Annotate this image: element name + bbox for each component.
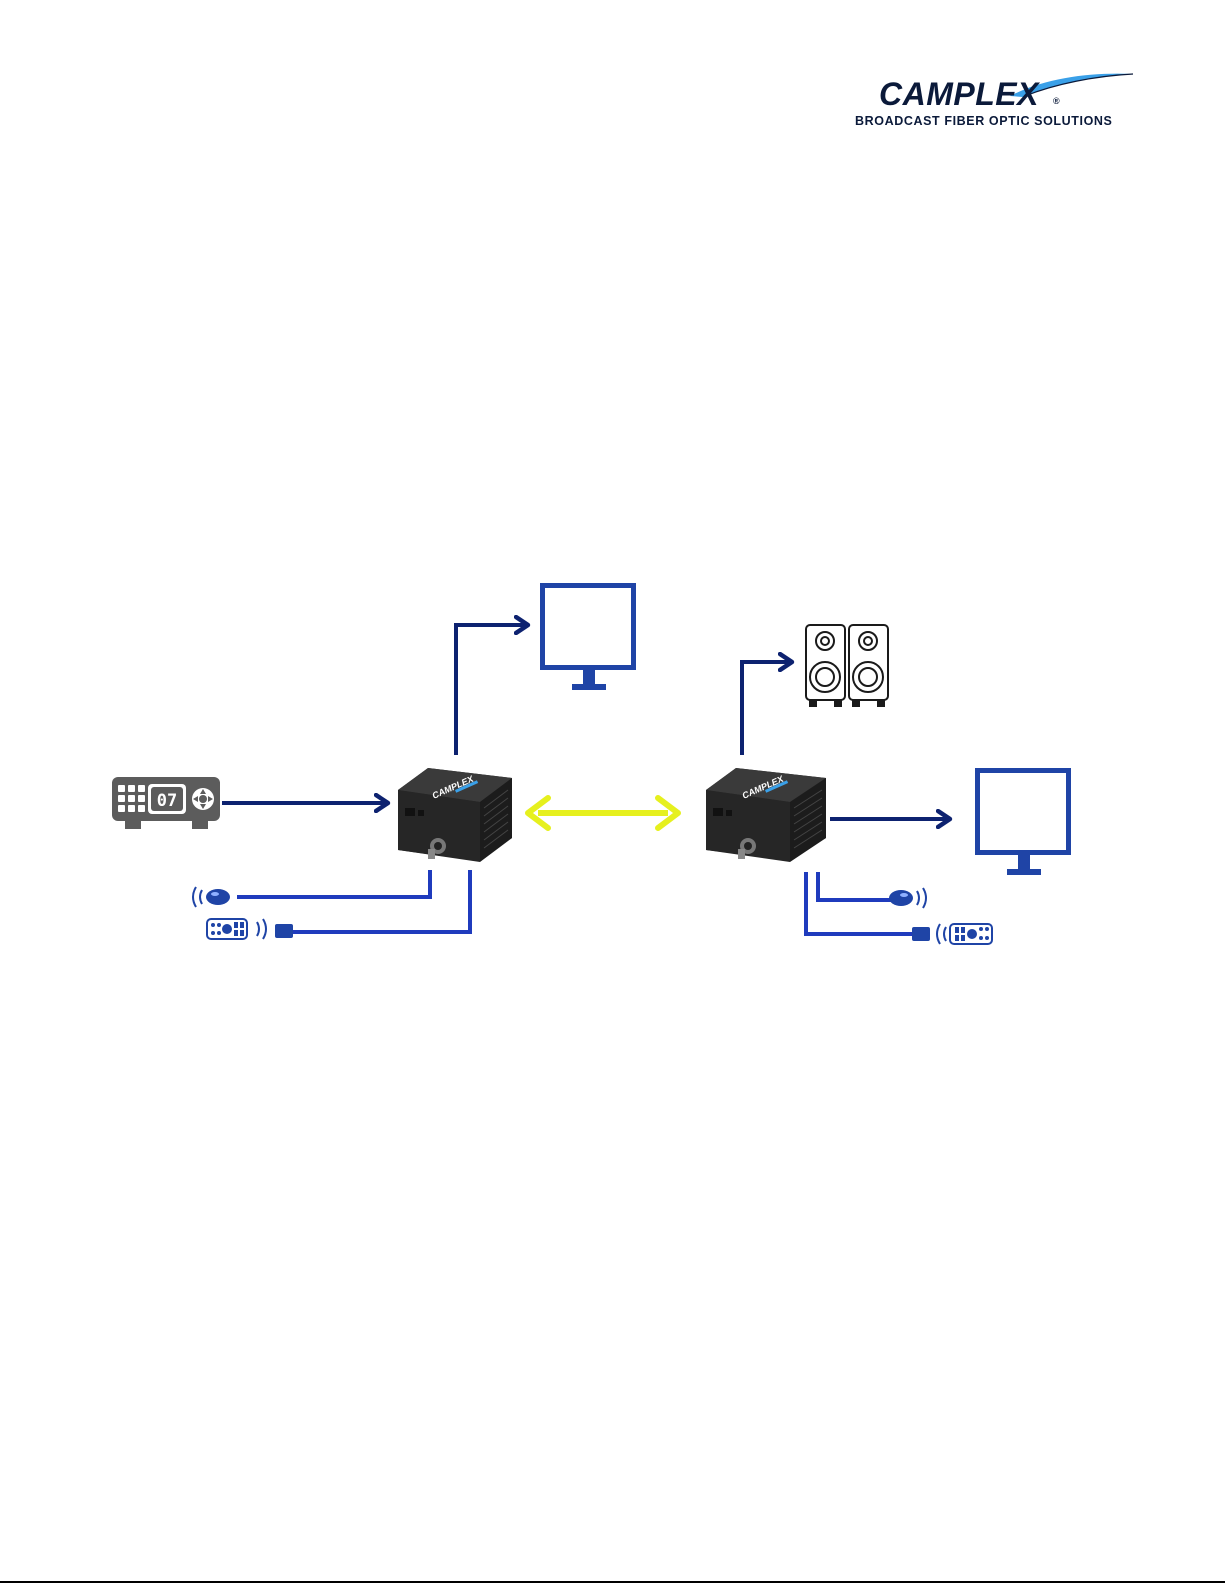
footer-rule (0, 1581, 1225, 1583)
ir-emitter-icon-right (889, 888, 926, 908)
hdmi-out-arrow-left (456, 625, 528, 755)
ir-line-left-receiver (293, 870, 470, 932)
monitor-icon (540, 583, 636, 690)
remote-control-icon-right (950, 924, 992, 944)
source-display-readout: 07 (157, 791, 177, 811)
right-converter-unit: CAMPLEX (706, 768, 826, 862)
monitor-icon-right (975, 768, 1071, 875)
fiber-link-arrow (528, 798, 678, 828)
left-converter-unit: CAMPLEX (398, 768, 512, 862)
ir-line-right-emitter (818, 872, 892, 900)
ir-receiver-icon (257, 919, 293, 939)
hdmi-source-device-icon: 07 (112, 777, 220, 829)
ir-line-left-emitter (237, 870, 430, 897)
remote-control-icon (207, 919, 247, 939)
speakers-icon (806, 625, 888, 706)
ir-emitter-icon (193, 887, 230, 907)
audio-out-arrow (742, 662, 792, 755)
ir-receiver-icon-right (912, 924, 946, 944)
